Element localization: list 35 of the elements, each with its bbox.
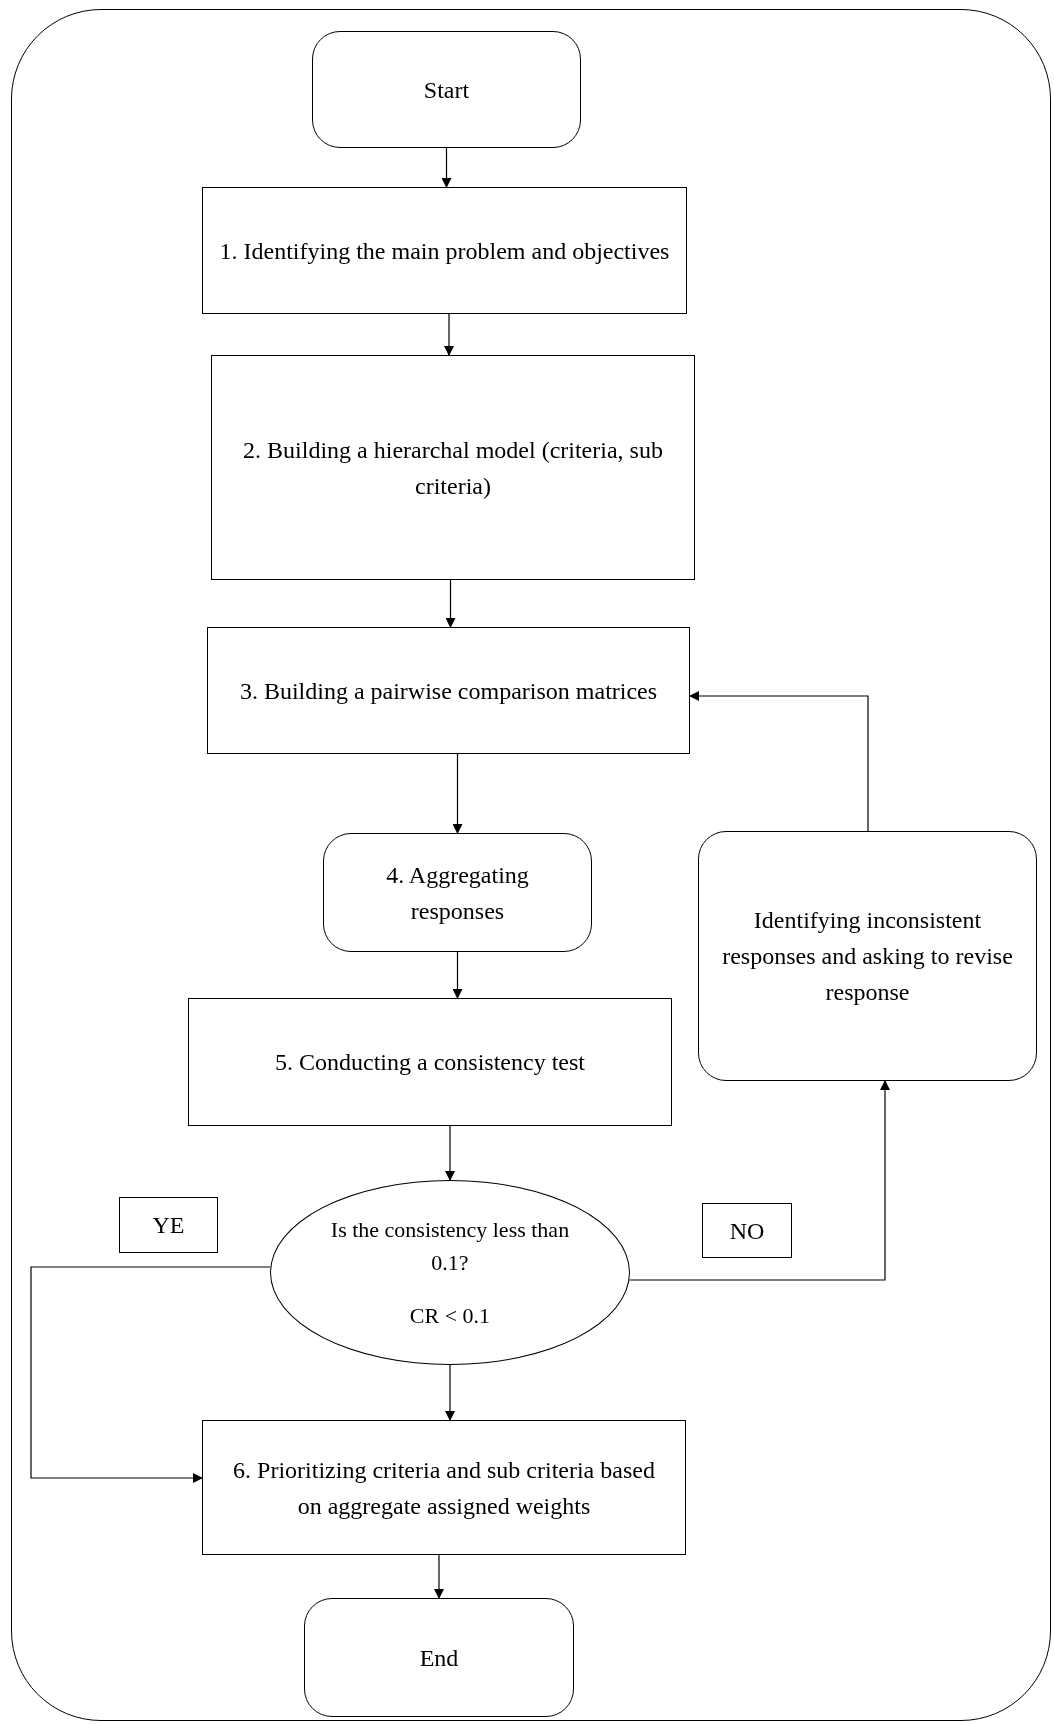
process-box — [211, 355, 695, 580]
node-text: 6. Prioritizing criteria and sub criteria based on aggregate assigned weights — [232, 1455, 656, 1521]
arrow — [445, 579, 456, 628]
arrow — [30, 1266, 271, 1483]
node-text: NO — [729, 1216, 765, 1246]
terminal-box — [698, 831, 1037, 1081]
arrow — [452, 753, 463, 834]
process-box — [202, 187, 687, 314]
arrow — [445, 1364, 455, 1421]
arrow — [434, 1554, 444, 1599]
terminal-box — [304, 1598, 574, 1717]
node-text: 3. Building a pairwise comparison matrices — [239, 676, 658, 706]
arrow — [444, 313, 454, 356]
node-text: Identifying inconsistent responses and asking to revise response — [721, 906, 1014, 1007]
process-box — [202, 1420, 686, 1555]
arrow — [445, 1125, 455, 1181]
node-text: 2. Building a hierarchal model (criteria, sub criteria) — [242, 435, 664, 501]
process-box — [119, 1197, 218, 1253]
node-text: Is the consistency less than 0.1? — [329, 1216, 571, 1277]
node-text: CR < 0.1 — [408, 1302, 492, 1330]
node-text: 5. Conducting a consistency test — [275, 1048, 585, 1077]
node-text: YE — [152, 1211, 185, 1240]
arrow — [441, 147, 452, 188]
arrow — [452, 951, 463, 999]
arrow — [628, 1080, 890, 1281]
terminal-box — [312, 31, 581, 148]
terminal-box — [323, 833, 592, 952]
arrow — [689, 691, 869, 832]
node-text: 4. Aggregating responses — [385, 860, 530, 926]
process-box — [702, 1203, 792, 1258]
node-text: Start — [423, 75, 470, 105]
process-box — [207, 627, 690, 754]
process-box — [188, 998, 672, 1126]
node-text: End — [419, 1643, 459, 1673]
node-text: 1. Identifying the main problem and objectives — [219, 236, 670, 266]
